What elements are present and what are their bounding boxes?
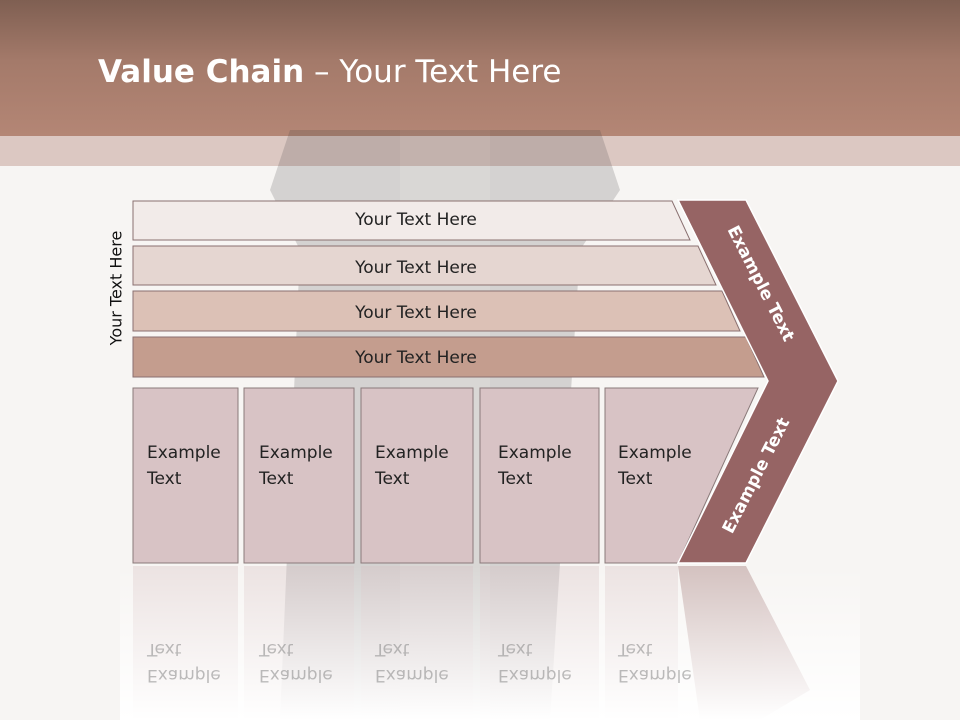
bar-2-shape <box>132 245 717 286</box>
bar-3-shape <box>132 290 741 332</box>
header-strip <box>0 136 960 166</box>
bar-3-label: Your Text Here <box>354 303 477 323</box>
bar-1-label: Your Text Here <box>354 210 477 230</box>
bar-1-shape <box>132 200 691 241</box>
column-2-shape <box>243 387 355 564</box>
header-band <box>0 0 960 136</box>
bar-2-label: Your Text Here <box>354 258 477 278</box>
column-4-shape <box>479 387 600 564</box>
slide-title[interactable]: Value Chain – Your Text Here <box>98 54 561 90</box>
title-rest: – Your Text Here <box>304 54 562 90</box>
bar-4-shape <box>132 336 765 378</box>
chevron-shape <box>676 199 839 564</box>
title-bold: Value Chain <box>98 54 305 90</box>
column-1-shape <box>132 387 239 564</box>
column-3-shape <box>360 387 474 564</box>
bar-4-label: Your Text Here <box>354 348 477 368</box>
